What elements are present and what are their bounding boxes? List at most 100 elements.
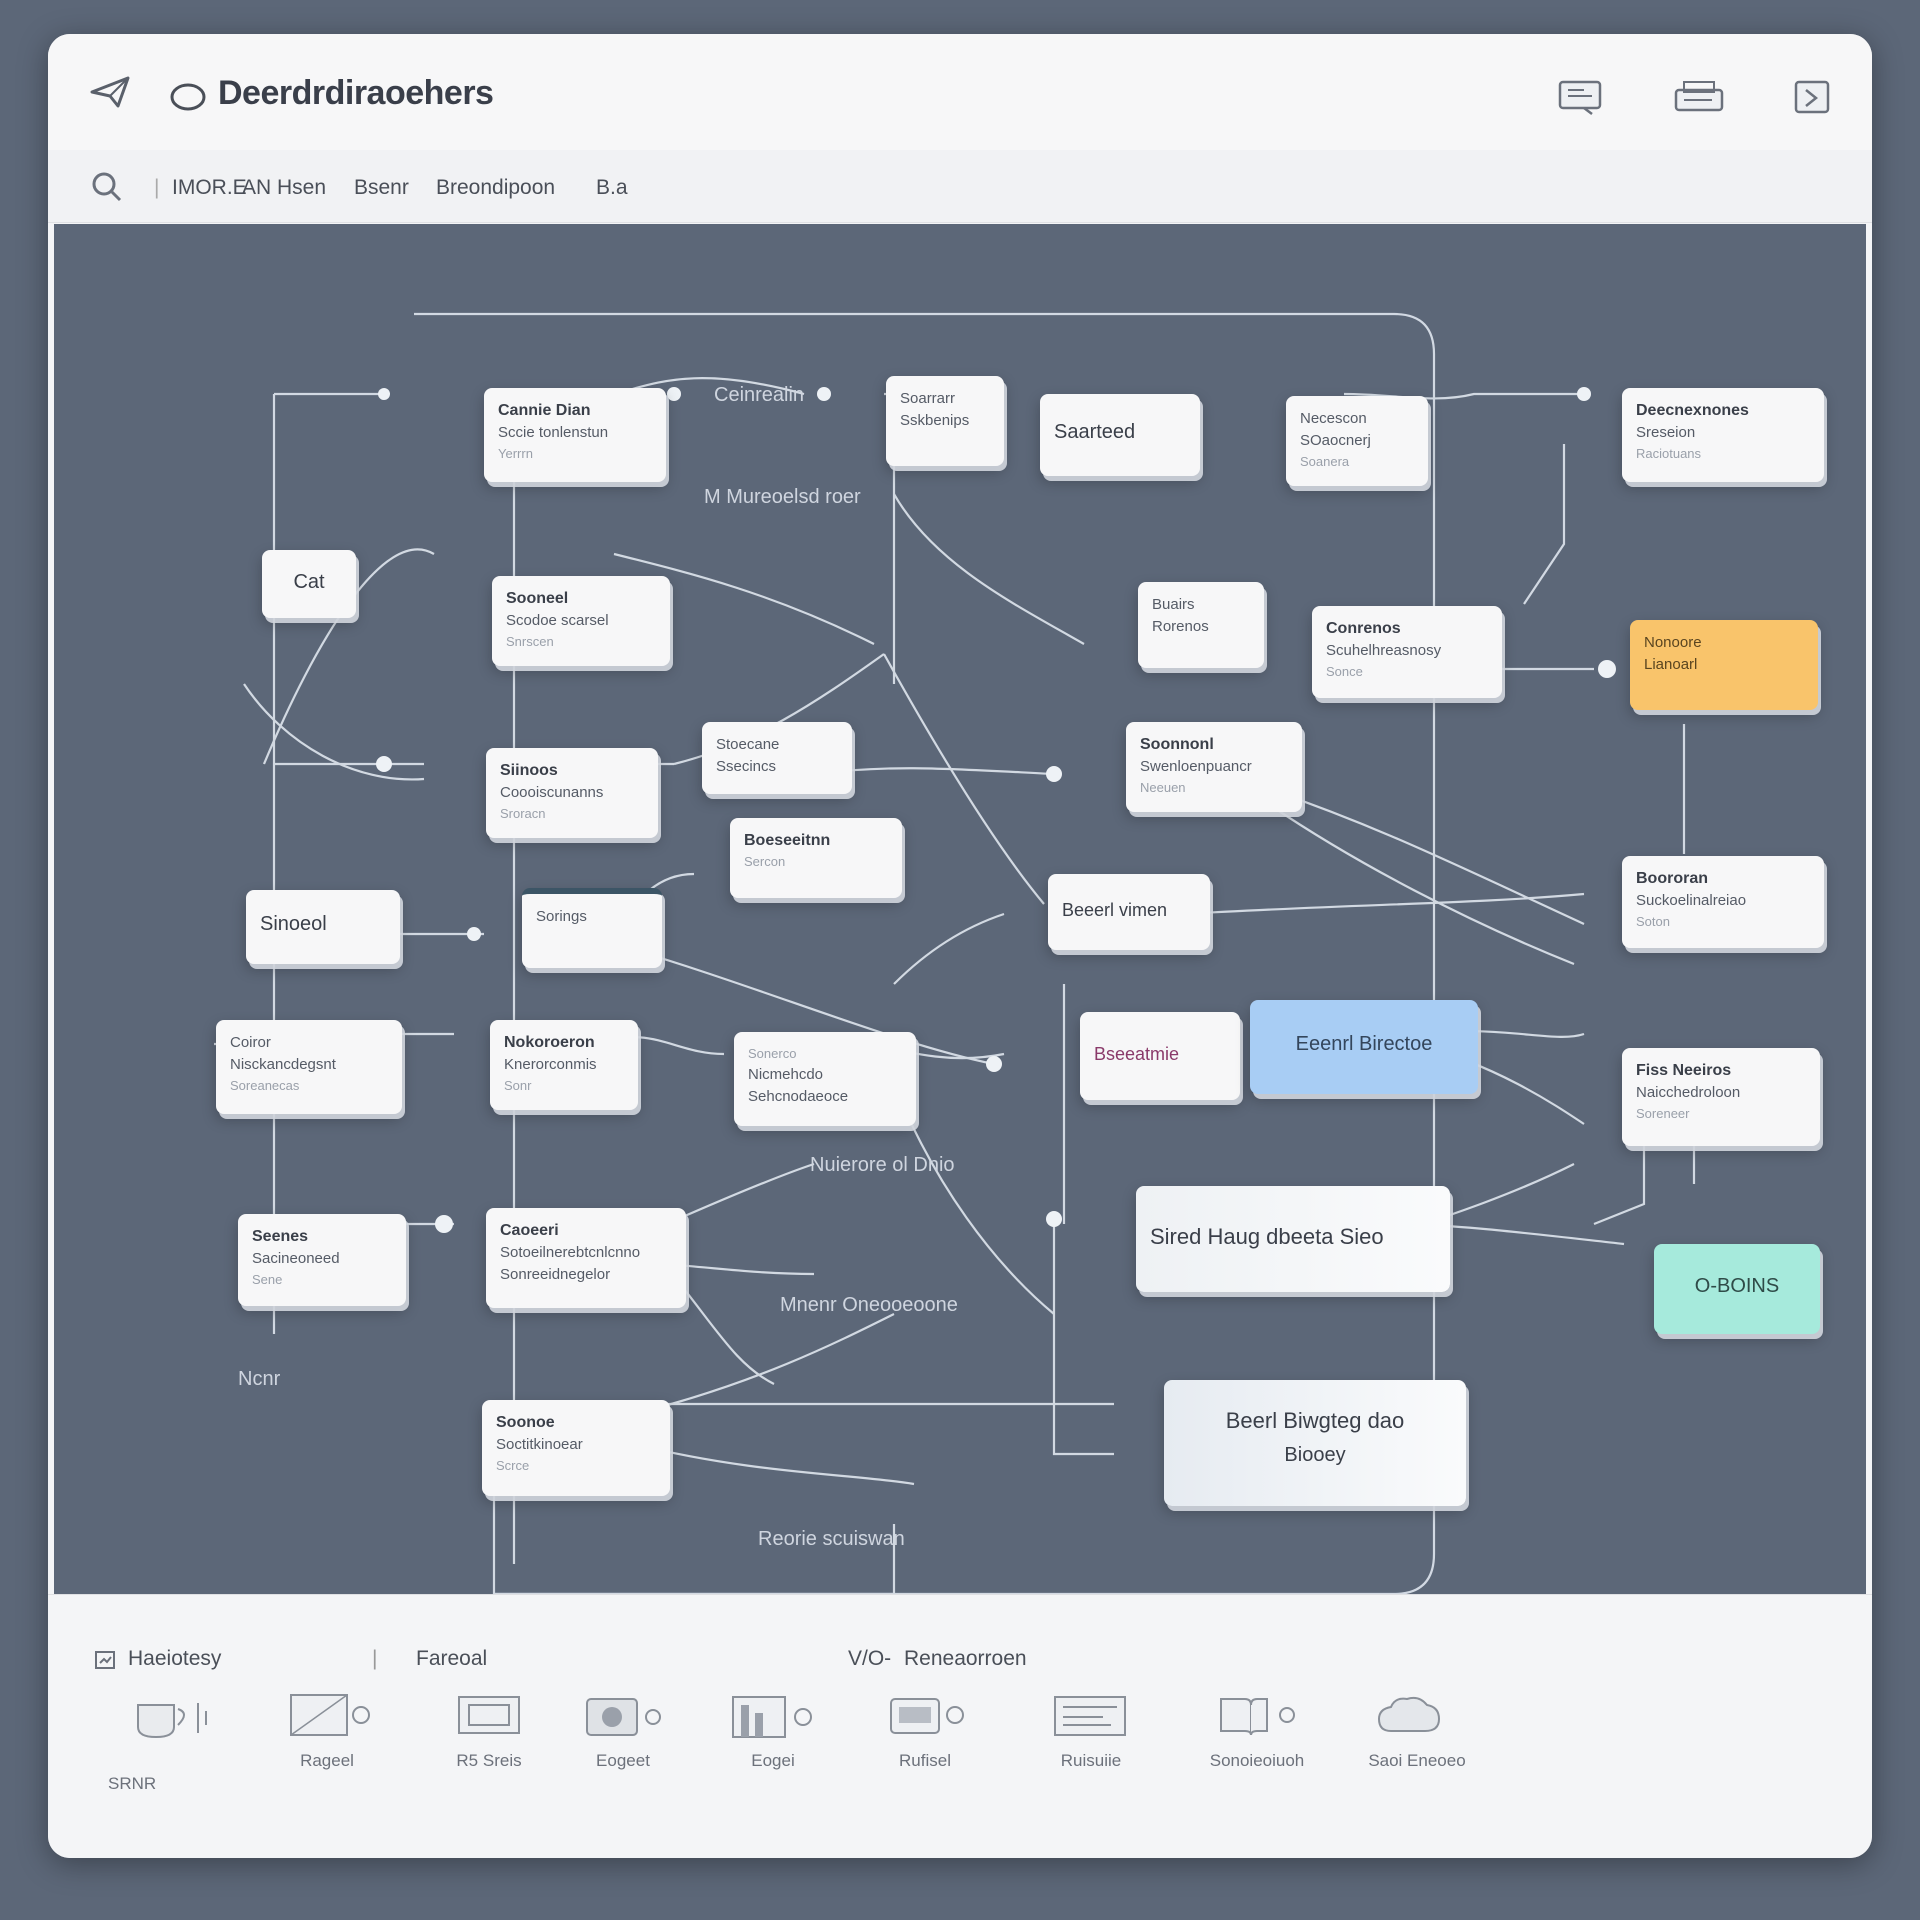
palette-item-board[interactable]: R5 Sreis <box>424 1691 554 1811</box>
diagram-node[interactable]: Cat <box>262 550 356 618</box>
edge <box>892 1083 1055 1315</box>
palette-item-camera[interactable]: Eogeet <box>558 1691 688 1811</box>
connector <box>1598 660 1616 678</box>
edge-label: Ncnr <box>238 1368 281 1390</box>
connector <box>1577 387 1591 401</box>
palette-item-label: Eogei <box>751 1751 795 1770</box>
container-frame <box>414 312 1436 1594</box>
palette-item-device[interactable]: Rufisel <box>860 1691 990 1811</box>
printer-icon[interactable] <box>1670 76 1726 118</box>
connector <box>467 927 481 941</box>
edge <box>883 653 1045 905</box>
diagram-canvas[interactable]: Cannie Dian Sccie tonlenstun Yerrrn Soar… <box>54 224 1866 1594</box>
palette-item-book[interactable]: Sonoieoiuoh <box>1192 1691 1322 1811</box>
diagram-node-large[interactable]: Sired Haug dbeeta Sieo <box>1136 1186 1450 1292</box>
edge <box>893 912 1005 985</box>
edge-label: Nuierore ol Dnio <box>810 1154 955 1176</box>
diagram-node[interactable]: Sonerco Nicmehcdo Sehcnodaeoce <box>734 1032 916 1126</box>
edge <box>1523 444 1566 605</box>
palette-divider: | <box>372 1647 378 1670</box>
diagram-node[interactable]: Soonoe Soctitkinoear Scrce <box>482 1400 670 1496</box>
palette-header-history[interactable]: Haeiotesy <box>128 1647 222 1670</box>
panel-icon <box>1054 1696 1126 1736</box>
toolbar-item-3[interactable]: Bsenr <box>354 176 409 199</box>
diagram-node[interactable]: Stoecane Ssecincs <box>702 722 852 794</box>
screen-icon[interactable] <box>1554 76 1610 118</box>
diagram-node[interactable]: Fiss Neeiros Naicchedroloon Soreneer <box>1622 1048 1820 1146</box>
edge <box>1052 1224 1114 1456</box>
diagram-node[interactable]: Beeerl vimen <box>1048 874 1210 950</box>
palette-footer-label: SRNR <box>108 1774 157 1793</box>
diagram-node[interactable]: Boeseeitnn Sercon <box>730 818 902 898</box>
board-icon <box>458 1696 520 1734</box>
device-icon <box>890 1698 964 1734</box>
export-icon[interactable] <box>1784 76 1840 118</box>
diagram-node[interactable]: Deecnexnones Sreseion Raciotuans <box>1622 388 1824 482</box>
diagram-node[interactable]: Seenes Sacineoneed Sene <box>238 1214 406 1306</box>
connector <box>378 388 390 400</box>
diagram-node[interactable]: Cannie Dian Sccie tonlenstun Yerrrn <box>484 388 666 482</box>
app-title: Deerdrdiraoehers <box>218 74 494 112</box>
cup-icon <box>137 1703 207 1739</box>
edge <box>633 1442 915 1486</box>
book-icon <box>1220 1698 1295 1736</box>
shape-palette: Haeiotesy | Fareoal V/O- Reneaorroen Rag… <box>48 1594 1872 1858</box>
palette-item-monitor[interactable]: Rageel <box>262 1691 392 1811</box>
palette-header-favorites[interactable]: Fareoal <box>416 1647 488 1670</box>
diagram-node[interactable]: Boororan Suckoelinalreiao Soton <box>1622 856 1824 948</box>
diagram-node[interactable]: Caoeeri Sotoeilnerebtcnlcnno Sonreeidneg… <box>486 1208 686 1308</box>
palette-item-bars[interactable]: Eogei <box>708 1691 838 1811</box>
edge <box>613 942 995 1066</box>
search-icon[interactable] <box>90 170 124 204</box>
diagram-node[interactable]: Necescon SOaocnerj Soanera <box>1286 396 1428 486</box>
connector <box>1046 766 1062 782</box>
palette-item-label: Sonoieoiuoh <box>1209 1751 1305 1770</box>
palette-header-resources[interactable]: Reneaorroen <box>904 1647 1027 1670</box>
edge <box>1183 892 1585 916</box>
cloud-icon <box>1377 1696 1441 1732</box>
toolbar-item-5[interactable]: B.a <box>596 176 628 199</box>
palette-item-label: R5 Sreis <box>456 1751 522 1770</box>
toolbar-item-4[interactable]: Breondipoon <box>436 176 556 199</box>
edge <box>1253 793 1575 966</box>
toolbar: | IMOR.E AN Hsen Bsenr Breondipoon B.a <box>48 150 1872 223</box>
connector <box>667 387 681 401</box>
diagram-node[interactable]: Sorings <box>522 888 662 968</box>
diagram-node-blue[interactable]: Eeenrl Birectoe <box>1250 1000 1478 1094</box>
camera-icon <box>586 1698 661 1736</box>
toolbar-divider: | <box>154 176 160 199</box>
edge <box>1593 1124 1646 1226</box>
palette-item-cloud[interactable]: Saoi Eneoeo <box>1352 1691 1482 1811</box>
plane-icon[interactable] <box>88 72 132 112</box>
diagram-node[interactable]: Coiror Nisckancdegsnt Soreanecas <box>216 1020 402 1114</box>
diagram-node[interactable]: Buairs Rorenos <box>1138 582 1264 668</box>
diagram-node[interactable]: Siinoos Coooiscunanns Sroracn <box>486 748 658 838</box>
palette-item-label: Eogeet <box>596 1751 650 1770</box>
diagram-node-teal[interactable]: O-BOINS <box>1654 1244 1820 1334</box>
diagram-node[interactable]: Soonnonl Swenloenpuancr Neeuen <box>1126 722 1302 812</box>
diagram-node[interactable]: Saarteed <box>1040 394 1200 476</box>
connector <box>435 1215 453 1233</box>
edge <box>893 493 1085 645</box>
diagram-node[interactable]: Soarrarr Sskbenips <box>886 376 1004 466</box>
palette-item-cup[interactable] <box>108 1691 238 1811</box>
diagram-node[interactable]: Nokoroeron Knerorconmis Sonr <box>490 1020 638 1110</box>
diagram-node[interactable]: Sinoeol <box>246 890 400 964</box>
diagram-node-orange[interactable]: Nonoore Lianoarl <box>1630 620 1818 710</box>
palette-item-label: Rageel <box>300 1751 354 1770</box>
edge <box>272 392 384 1334</box>
edge-label: M Mureoelsd roer <box>704 486 861 508</box>
diagram-node[interactable]: Sooneel Scodoe scarsel Snrscen <box>492 576 670 666</box>
circle-icon <box>170 83 206 111</box>
connector <box>376 756 392 772</box>
diagram-node[interactable]: Conrenos Scuhelhreasnosy Sonce <box>1312 606 1502 698</box>
toolbar-item-more[interactable]: IMOR.E <box>172 176 247 199</box>
history-icon[interactable] <box>94 1649 116 1671</box>
diagram-node-large[interactable]: Beerl Biwgteg dao Biooey <box>1164 1380 1466 1506</box>
diagram-node[interactable]: Bseeatmie <box>1080 1012 1240 1100</box>
palette-item-panel[interactable]: Ruisuiie <box>1026 1691 1156 1811</box>
connector <box>817 387 831 401</box>
edge-label: Ceinrealin <box>714 384 805 406</box>
toolbar-item-2[interactable]: AN Hsen <box>242 176 327 199</box>
palette-item-label: Saoi Eneoeo <box>1368 1751 1466 1770</box>
